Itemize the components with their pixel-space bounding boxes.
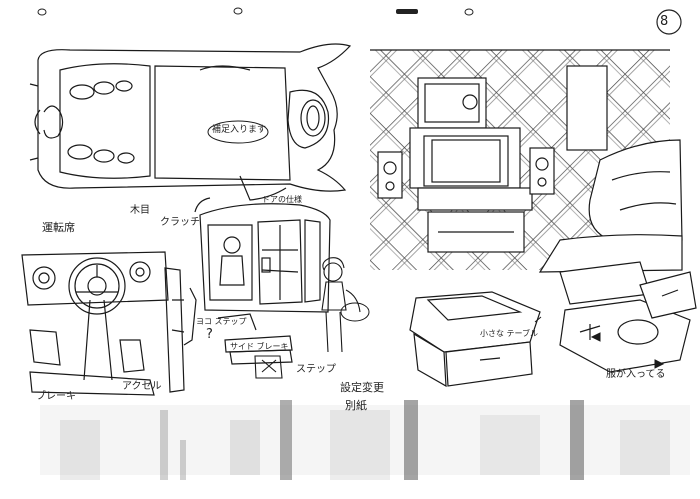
carriage-door <box>194 197 331 365</box>
curtain-sketch <box>538 139 683 273</box>
tv-cabinet <box>377 77 555 253</box>
accel-label: アクセル <box>122 381 162 392</box>
separate-paper-label: 別紙 <box>345 399 367 412</box>
door-note-label: ドアの仕様 <box>262 195 302 204</box>
garage-label: 運転席 <box>42 221 75 234</box>
storage-bed <box>559 261 697 373</box>
speech-bubble <box>340 302 370 322</box>
dashboard-sketch <box>21 251 197 396</box>
step-sketch <box>254 355 283 379</box>
top-note-label: 補足入ります <box>212 125 267 135</box>
wall-window <box>566 65 608 151</box>
arrows <box>534 316 665 369</box>
goes-in-label: 服が入ってる <box>606 369 666 380</box>
small-table-label: 小さな テーブル <box>480 329 539 338</box>
side-brake-label: サイド ブレーキ <box>230 342 289 351</box>
clutch-label: クラッチ <box>160 217 200 228</box>
question-label: ? <box>206 327 213 342</box>
drawer-table <box>409 291 541 388</box>
girl-figure <box>321 257 361 353</box>
car-top-view <box>29 43 352 201</box>
brake-label: ブレーキ <box>36 391 76 402</box>
page-number: 8 <box>660 14 669 29</box>
circled-note <box>207 120 269 144</box>
setting-change-label: 設定変更 <box>340 381 384 394</box>
page-number-circle <box>656 9 682 35</box>
step-label: ステップ <box>296 364 336 375</box>
yoko-step-label: ヨコ ステップ <box>196 317 247 326</box>
binder-holes <box>37 7 474 16</box>
wood-label: 木目 <box>130 205 150 216</box>
scan-stain <box>40 400 690 480</box>
